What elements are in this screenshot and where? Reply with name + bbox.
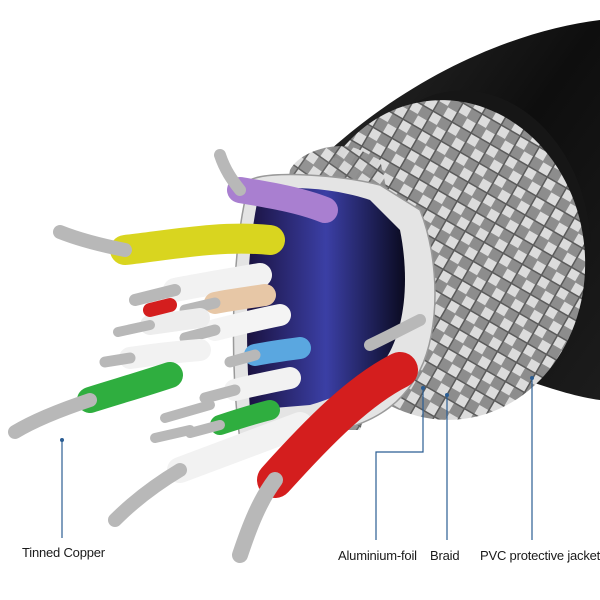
wire-white-5: [224, 367, 301, 401]
strand-gray-1: [160, 400, 215, 423]
label-braid: Braid: [430, 548, 460, 563]
wire-yellow: [110, 223, 285, 265]
wire-white-1: [163, 263, 272, 302]
strand-white-2: [179, 324, 221, 344]
strand-purple: [214, 149, 246, 196]
wire-purple: [227, 177, 338, 223]
strand-white-4: [99, 352, 136, 368]
strand-gray-2: [150, 425, 195, 443]
strand-red: [232, 472, 283, 563]
strand-white-6: [108, 463, 187, 527]
wire-green-1: [77, 362, 183, 413]
leader-aluminium-foil: [375, 388, 424, 540]
strand-white-1: [129, 284, 181, 306]
strand-green-1: [8, 393, 97, 439]
wire-white-2: [204, 304, 291, 341]
wire-blue: [244, 337, 311, 366]
strand-yellow: [53, 225, 132, 257]
wire-red-small: [143, 298, 177, 317]
label-tinned-copper: Tinned Copper: [22, 545, 105, 560]
wire-red: [257, 352, 418, 498]
wire-white-6: [167, 412, 313, 483]
strand-white-3: [113, 320, 155, 337]
leader-lines: [60, 376, 534, 540]
strand-green-2: [185, 420, 225, 438]
label-aluminium-foil: Aluminium-foil: [338, 548, 417, 563]
label-pvc-jacket: PVC protective jacket: [480, 548, 600, 563]
drain-wire: [364, 314, 426, 351]
wire-white-3: [140, 308, 210, 335]
wire-white-4: [119, 339, 211, 369]
strand-blue: [224, 349, 261, 368]
wire-peach: [204, 284, 276, 314]
strand-peach: [179, 297, 221, 316]
strand-white-5: [199, 384, 241, 404]
